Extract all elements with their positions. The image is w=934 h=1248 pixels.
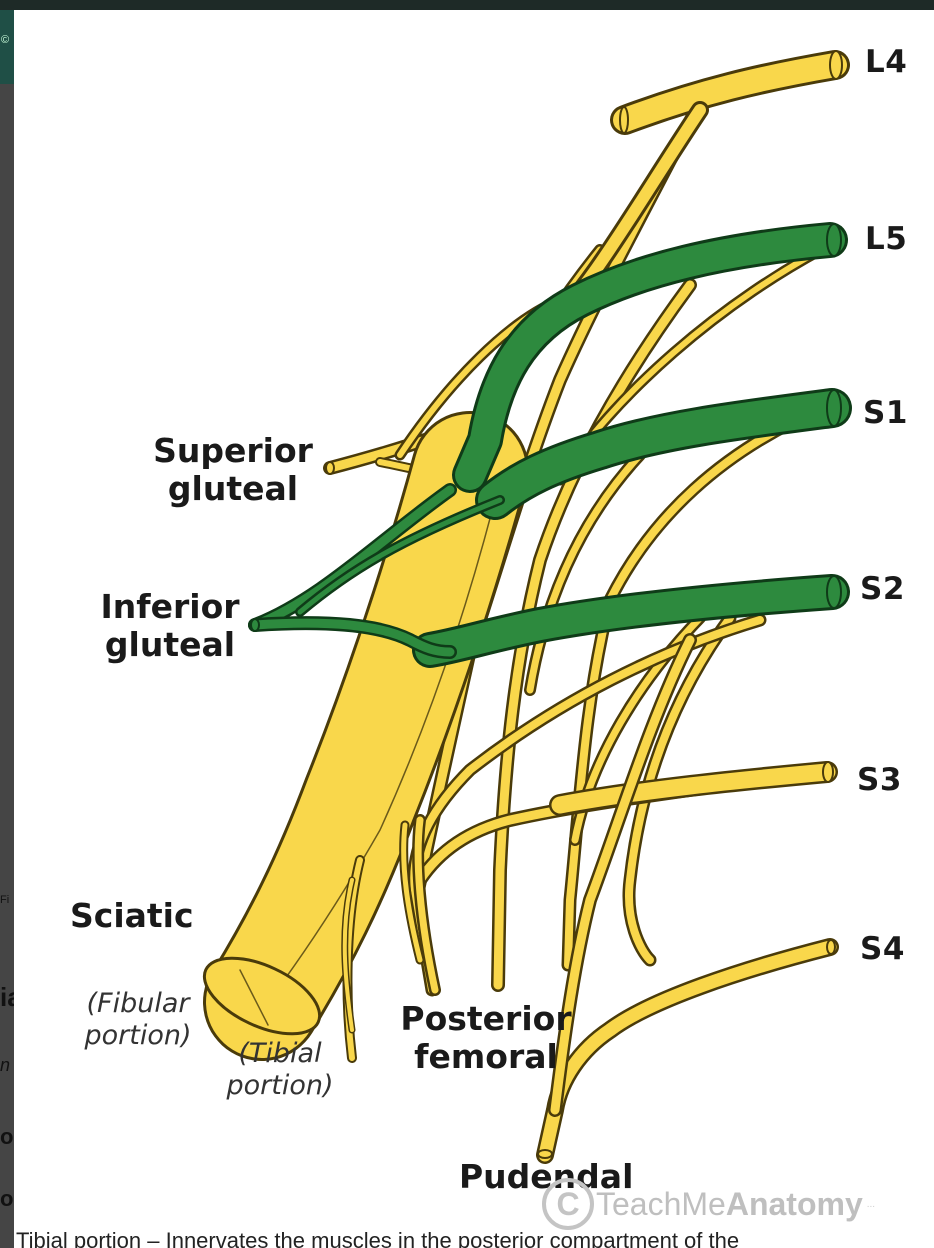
label-posterior-femoral: Posterior femoral	[398, 1000, 574, 1076]
label-tibial-portion: (Tibial portion)	[218, 1038, 342, 1102]
diagram-card: L4 L5 S1 S2 S3 S4 Superior gluteal Infer…	[14, 10, 934, 1232]
background-copyright-symbol: ©	[1, 34, 9, 46]
background-fragment-1: Fi	[0, 894, 14, 906]
copyright-icon: C	[542, 1178, 594, 1230]
label-sciatic: Sciatic	[70, 897, 194, 935]
label-s4: S4	[860, 931, 905, 967]
background-page-header: ©	[0, 10, 14, 84]
label-fibular-portion: (Fibular portion)	[76, 988, 200, 1052]
background-fragment-3: n	[0, 1055, 14, 1076]
browser-top-bar	[0, 0, 934, 10]
label-superior-gluteal: Superior gluteal	[136, 432, 330, 508]
label-inferior-gluteal: Inferior gluteal	[92, 588, 248, 664]
label-l5: L5	[865, 221, 907, 257]
background-fragment-2: ia	[0, 982, 14, 1013]
background-fragment-4: o	[0, 1124, 14, 1150]
label-l4: L4	[865, 44, 907, 80]
label-s2: S2	[860, 571, 905, 607]
label-s3: S3	[857, 762, 902, 798]
label-s1: S1	[863, 395, 908, 431]
background-page-text: Tibial portion – Innervates the muscles …	[14, 1230, 934, 1248]
background-fragment-5: o	[0, 1186, 14, 1212]
